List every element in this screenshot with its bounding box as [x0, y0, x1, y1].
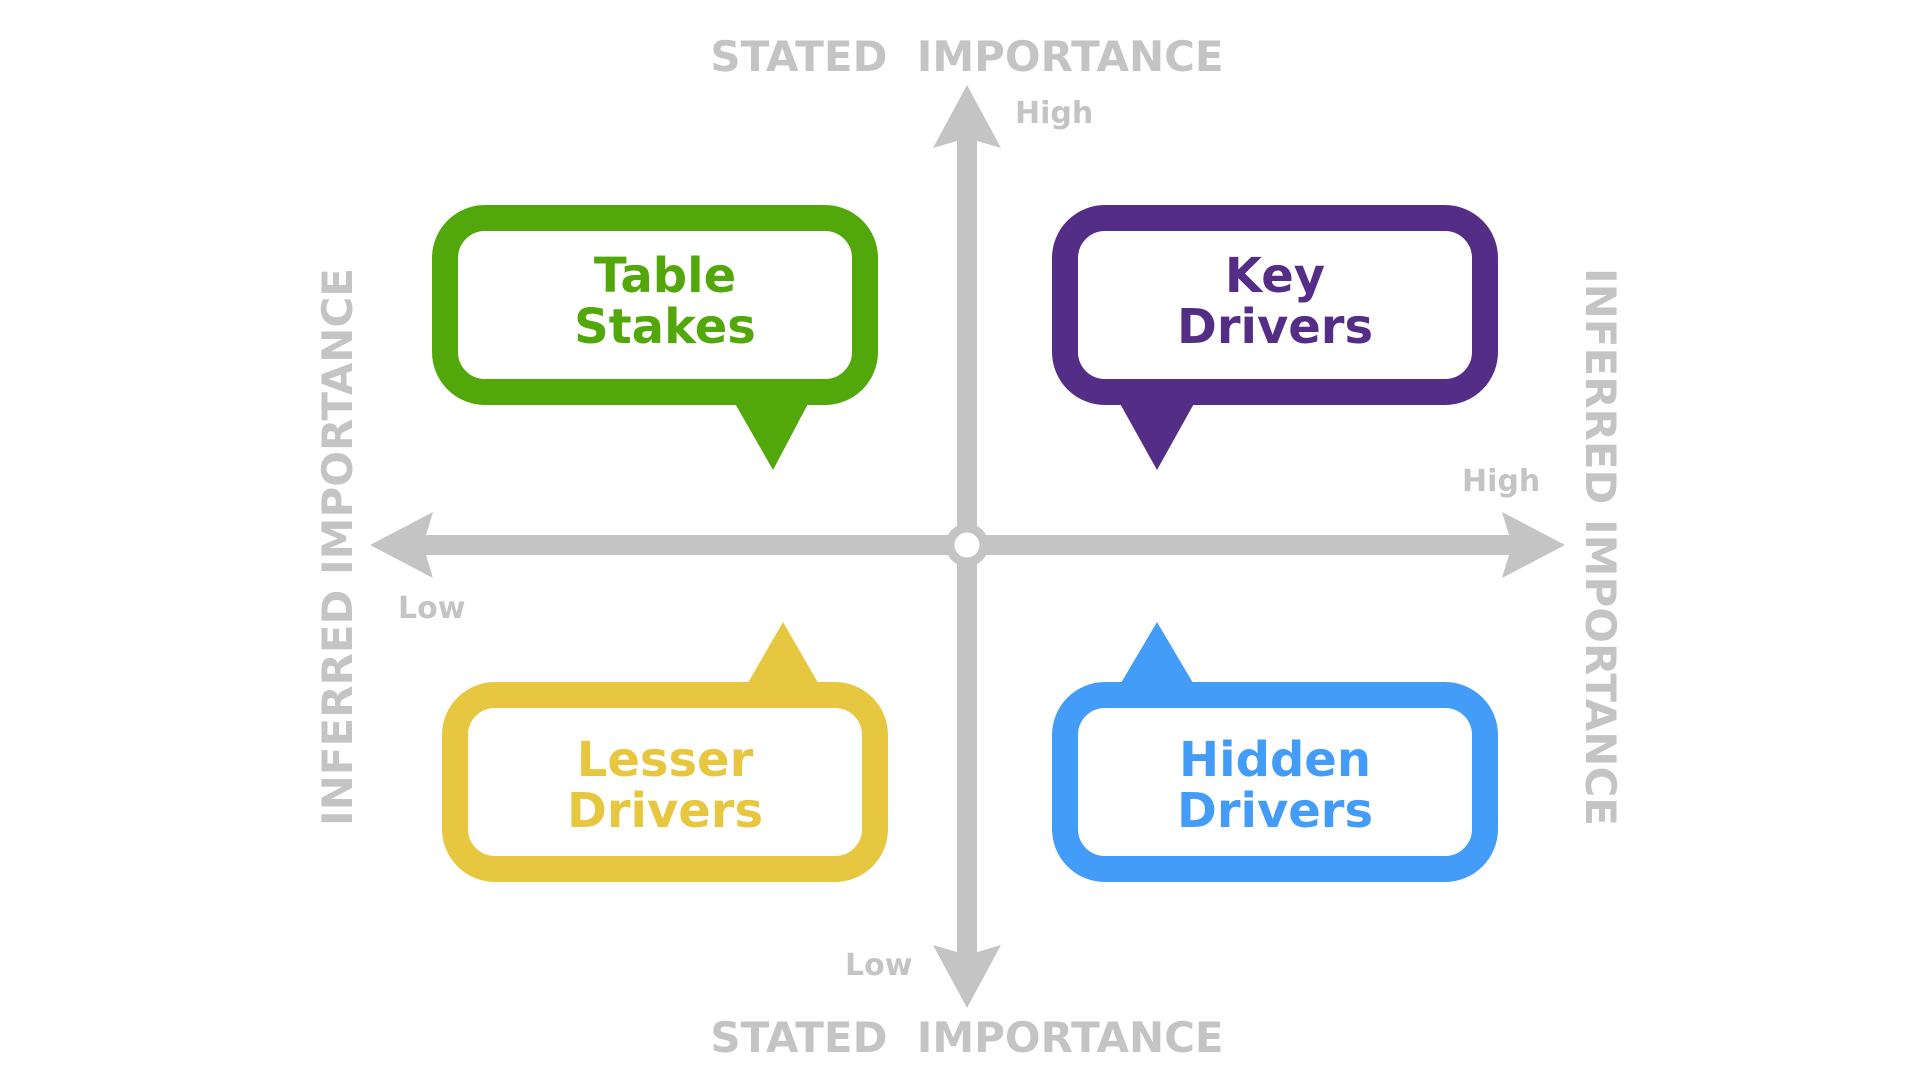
axis-title-right: INFERRED IMPORTANCE	[1576, 268, 1625, 826]
lesser-drivers-bubble	[442, 682, 888, 882]
key-drivers-pointer	[1118, 400, 1196, 470]
vertical-low-label: Low	[845, 948, 912, 983]
key-drivers-bubble	[1052, 205, 1498, 405]
horizontal-axis-arrowhead-left	[370, 512, 433, 578]
vertical-high-label: High	[1015, 96, 1093, 131]
key-drivers-label-line2: Drivers	[1177, 299, 1373, 355]
hidden-drivers-label-line2: Drivers	[1177, 783, 1373, 839]
quadrant-hidden-drivers: Hidden Drivers	[1052, 622, 1498, 882]
hidden-drivers-pointer	[1118, 622, 1196, 688]
table-stakes-label-line1: Table	[594, 248, 736, 304]
hidden-drivers-label-line1: Hidden	[1179, 732, 1371, 788]
lesser-drivers-label-line1: Lesser	[577, 732, 754, 788]
axis-title-left: INFERRED IMPORTANCE	[313, 268, 362, 826]
horizontal-high-label: High	[1462, 464, 1540, 499]
vertical-axis-arrowhead-up	[933, 85, 1001, 148]
key-drivers-label-line1: Key	[1225, 248, 1325, 304]
horizontal-axis-arrowhead-right	[1502, 512, 1565, 578]
origin-circle	[945, 523, 989, 567]
quadrant-table-stakes: Table Stakes	[432, 205, 878, 470]
table-stakes-bubble	[432, 205, 878, 405]
axis-title-bottom: STATED IMPORTANCE	[710, 1013, 1223, 1062]
horizontal-low-label: Low	[398, 591, 465, 626]
table-stakes-pointer	[733, 400, 810, 470]
lesser-drivers-label-line2: Drivers	[567, 783, 763, 839]
quadrant-key-drivers: Key Drivers	[1052, 205, 1498, 470]
quadrant-lesser-drivers: Lesser Drivers	[442, 622, 888, 882]
lesser-drivers-pointer	[745, 622, 821, 688]
hidden-drivers-bubble	[1052, 682, 1498, 882]
vertical-axis-arrowhead-down	[933, 945, 1001, 1008]
axis-title-top: STATED IMPORTANCE	[710, 32, 1223, 81]
table-stakes-label-line2: Stakes	[574, 299, 756, 355]
